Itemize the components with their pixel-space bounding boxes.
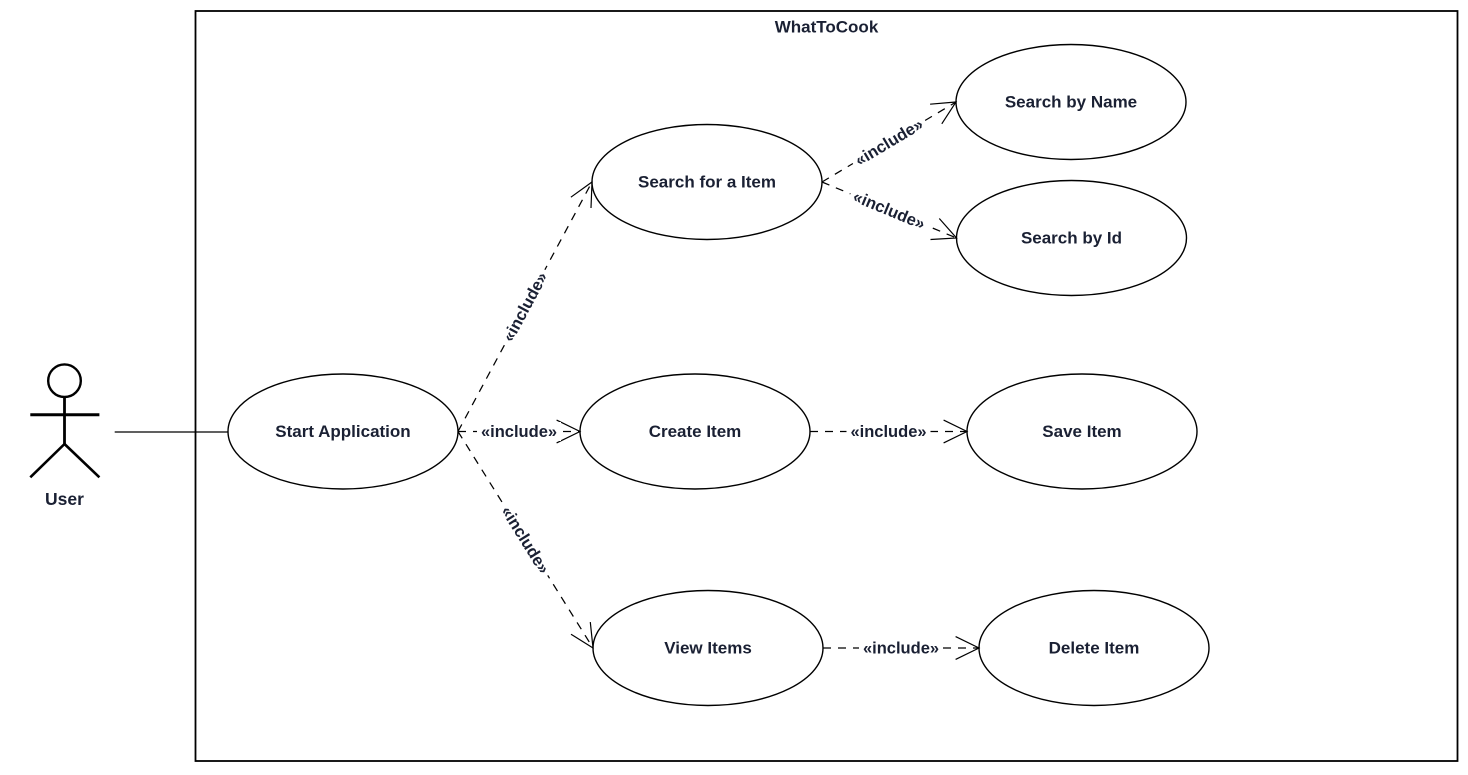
svg-text:Delete Item: Delete Item	[1049, 639, 1140, 658]
svg-text:Search by Name: Search by Name	[1005, 93, 1137, 112]
svg-text:Create Item: Create Item	[649, 422, 742, 441]
svg-text:View Items: View Items	[664, 639, 752, 658]
svg-text:Search by Id: Search by Id	[1021, 229, 1122, 248]
svg-text:WhatToCook: WhatToCook	[775, 18, 879, 37]
svg-text:Save Item: Save Item	[1042, 422, 1121, 441]
svg-text:«include»: «include»	[850, 423, 926, 441]
svg-text:«include»: «include»	[863, 640, 939, 658]
svg-text:«include»: «include»	[481, 423, 557, 441]
svg-text:User: User	[45, 489, 84, 509]
svg-text:Search for a Item: Search for a Item	[638, 173, 776, 192]
svg-text:Start Application: Start Application	[275, 422, 410, 441]
